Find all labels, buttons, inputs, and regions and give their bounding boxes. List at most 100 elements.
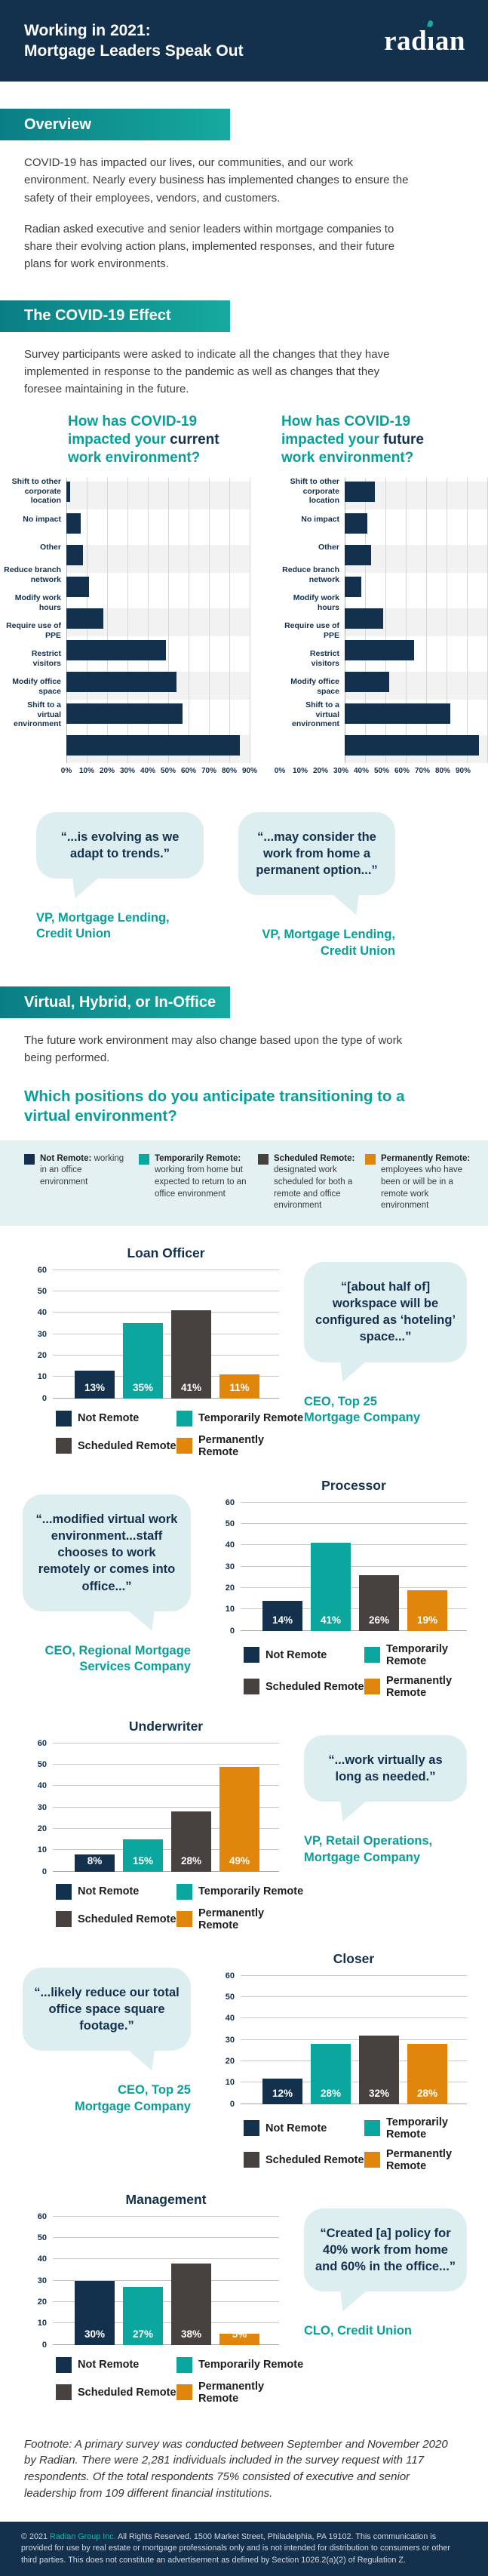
- legend-swatch-icon: [365, 1153, 376, 1165]
- plot-area: [66, 477, 250, 763]
- radian-group-link[interactable]: Radian Group Inc.: [49, 2531, 116, 2541]
- bar-value-label: 32%: [368, 2087, 389, 2099]
- bar-permanently-remote: 11%: [219, 1374, 259, 1399]
- legend-label: Temporarily Remote: [198, 1412, 304, 1425]
- bar-value-label: 30%: [84, 2328, 106, 2340]
- bar-not-remote: 30%: [75, 2280, 115, 2345]
- quote-block: “Created [a] policy for 40% work from ho…: [304, 2192, 467, 2405]
- attribution-line: Mortgage Company: [74, 2099, 191, 2113]
- legend-item-text: Permanently Remote: employees who have b…: [381, 1153, 471, 1211]
- bar: [66, 576, 89, 597]
- bar-value-label: 41%: [320, 1614, 341, 1626]
- chart-row: [66, 608, 250, 636]
- legend-swatch-icon: [176, 2384, 192, 2401]
- chart-row: [66, 734, 250, 763]
- plot-area: 0 10 20 30 40 50 60 12% 28% 32%: [226, 1971, 467, 2109]
- covid-quotes-row: “...is evolving as we adapt to trends.” …: [36, 811, 468, 960]
- legend-label: Temporarily Remote: [198, 2359, 304, 2371]
- bubble-tail-icon: [127, 2049, 155, 2071]
- legend-item: Scheduled Remote: [56, 1907, 176, 1931]
- x-axis-tick: 60%: [180, 766, 196, 775]
- gridline: [53, 1827, 279, 1829]
- legend-item: Scheduled Remote: [243, 2148, 364, 2172]
- y-axis-tick: 0: [41, 1867, 47, 1876]
- bar-value-label: 28%: [180, 1854, 202, 1867]
- footer-copyright-prefix: © 2021: [21, 2531, 50, 2541]
- y-axis-tick: 0: [41, 2340, 47, 2350]
- x-axis-tick: 30%: [333, 766, 348, 775]
- gridline: [209, 477, 210, 763]
- attribution-line: Mortgage Company: [304, 1850, 421, 1864]
- chart-row: [345, 512, 488, 541]
- gridline: [53, 1763, 279, 1765]
- gridline: [240, 1501, 467, 1503]
- y-axis-tick: 50: [225, 1519, 235, 1528]
- page-header: Working in 2021: Mortgage Leaders Speak …: [0, 0, 488, 82]
- quote-attribution: VP, Retail Operations,Mortgage Company: [304, 1833, 467, 1866]
- gridline: [240, 1974, 467, 1976]
- bar-scheduled-remote: 41%: [171, 1310, 211, 1399]
- y-axis-tick: 20: [37, 1824, 47, 1833]
- chart-management: Management 0 10 20 30 40 50 60 30% 27%: [21, 2192, 304, 2405]
- bar-value-label: 38%: [180, 2328, 202, 2340]
- x-axis-tick: 90%: [455, 766, 471, 775]
- speech-bubble: “[about half of] workspace will be confi…: [304, 1261, 467, 1382]
- y-axis-tick: 50: [37, 1759, 47, 1769]
- legend-item: Not Remote: [56, 2356, 176, 2373]
- category-label: Require use of PPE: [284, 621, 339, 640]
- x-axis-tick: 20%: [312, 766, 329, 775]
- x-axis-tick: 10%: [292, 766, 308, 775]
- chart-row: [66, 576, 250, 605]
- x-axis-tick: 40%: [140, 766, 156, 775]
- attribution-line: CLO, Credit Union: [304, 2324, 412, 2338]
- legend-label: Permanently Remote: [198, 1907, 265, 1931]
- chart-row: [345, 608, 488, 636]
- chart-legend: Not Remote Temporarily Remote Scheduled …: [243, 1643, 488, 1699]
- legend-swatch-icon: [243, 2120, 259, 2137]
- legend-swatch-icon: [56, 1438, 72, 1454]
- legend-item: Permanently Remote: [364, 2148, 488, 2172]
- legend-label: Temporarily Remote: [385, 2116, 448, 2141]
- chart-underwriter: Underwriter 0 10 20 30 40 50 60 8% 15%: [21, 1719, 304, 1931]
- quote-attribution: VP, Mortgage Lending,Credit Union: [238, 927, 395, 959]
- legend-item: Not Remote: [243, 2116, 364, 2141]
- quote-block: “...is evolving as we adapt to trends.” …: [36, 811, 204, 960]
- quote-block: “...may consider the work from home a pe…: [238, 811, 395, 960]
- legend-swatch-icon: [56, 1911, 72, 1928]
- y-axis-tick: 10: [225, 2078, 235, 2088]
- legend-swatch-icon: [243, 1679, 259, 1695]
- quote-block: “...likely reduce our total office space…: [23, 1951, 191, 2172]
- attribution-line: Credit Union: [321, 943, 395, 958]
- bar: [345, 703, 451, 724]
- bar-value-label: 15%: [132, 1854, 154, 1867]
- legend-item: Temporarily Remote: [176, 1883, 304, 1900]
- x-axis-tick: 50%: [373, 766, 390, 775]
- chart-title: Processor: [321, 1477, 386, 1493]
- section-closer: “...likely reduce our total office space…: [0, 1951, 488, 2172]
- legend-label: Permanently Remote: [198, 1433, 265, 1458]
- section-processor: “...modified virtual work environment...…: [0, 1478, 488, 1699]
- gridline: [53, 1806, 279, 1808]
- x-axis-tick: 30%: [119, 766, 135, 775]
- legend-item: Scheduled Remote: [56, 2381, 176, 2405]
- x-axis-tick: 70%: [201, 766, 217, 775]
- legend-item: Not Remote: [56, 1410, 176, 1426]
- bar-permanently-remote: 5%: [219, 2328, 259, 2345]
- bar: [345, 481, 376, 502]
- legend-swatch-icon: [139, 1153, 149, 1165]
- y-axis-tick: 10: [37, 1372, 47, 1382]
- chart-plot: 0 10 20 30 40 50 60 14% 41% 26%: [209, 1498, 488, 1636]
- section-banner-virtual-hybrid: Virtual, Hybrid, or In-Office: [0, 986, 230, 1019]
- bar-value-label: 11%: [229, 1381, 250, 1393]
- y-axis-tick: 50: [225, 1992, 235, 2002]
- legend-swatch-icon: [243, 2152, 259, 2168]
- y-axis-tick: 40: [37, 1308, 47, 1318]
- bar-value-label: 13%: [84, 1381, 106, 1393]
- bar: [66, 512, 81, 534]
- bubble-tail-icon: [340, 1360, 367, 1382]
- gridline: [240, 2039, 467, 2040]
- bar-scheduled-remote: 26%: [358, 1574, 399, 1631]
